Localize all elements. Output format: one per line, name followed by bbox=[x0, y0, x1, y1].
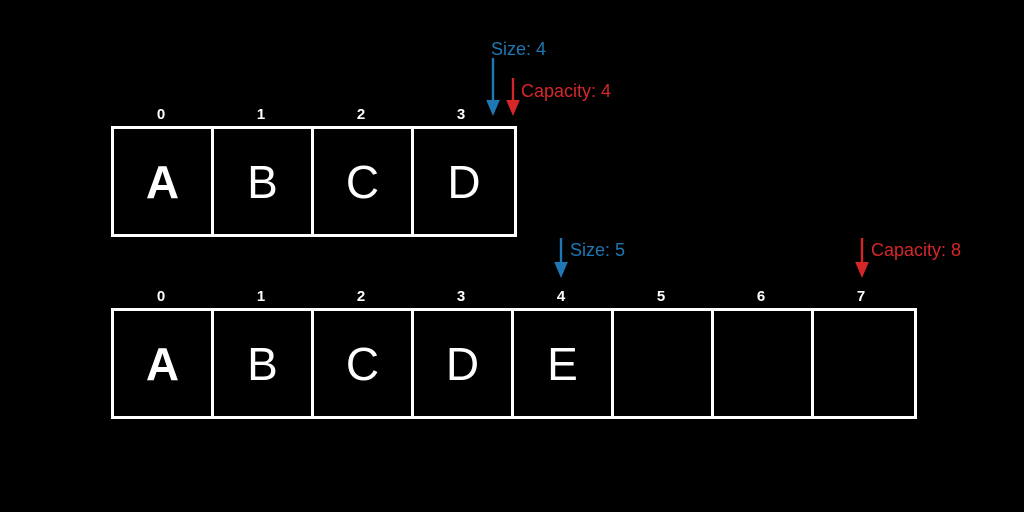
capacity-annotation-label-after: Capacity: 8 bbox=[871, 240, 962, 260]
index-label: 1 bbox=[256, 288, 266, 305]
array-cell-empty[interactable] bbox=[614, 311, 714, 416]
size-annotation-label-before: Size: 4 bbox=[491, 39, 547, 59]
index-label: 2 bbox=[356, 106, 366, 123]
array-cell-empty[interactable] bbox=[714, 311, 814, 416]
array-cells-after: A B C D E bbox=[111, 308, 917, 419]
array-cell[interactable]: E bbox=[514, 311, 614, 416]
size-annotation-label-after: Size: 5 bbox=[570, 240, 626, 260]
index-label: 5 bbox=[656, 288, 666, 305]
array-cells-before: A B C D bbox=[111, 126, 517, 237]
array-cell[interactable]: C bbox=[314, 129, 414, 234]
index-label: 3 bbox=[456, 106, 466, 123]
array-cell[interactable]: B bbox=[214, 311, 314, 416]
array-cell[interactable]: D bbox=[414, 311, 514, 416]
index-label: 7 bbox=[856, 288, 866, 305]
capacity-annotation-label-before: Capacity: 4 bbox=[521, 81, 612, 101]
index-label: 3 bbox=[456, 288, 466, 305]
array-cell-empty[interactable] bbox=[814, 311, 914, 416]
array-cell[interactable]: A bbox=[114, 129, 214, 234]
capacity-arrow-down-icon bbox=[855, 238, 869, 278]
index-label: 6 bbox=[756, 288, 766, 305]
index-label: 1 bbox=[256, 106, 266, 123]
index-label: 2 bbox=[356, 288, 366, 305]
size-arrow-down-icon bbox=[486, 58, 500, 116]
index-label: 0 bbox=[156, 106, 166, 123]
index-label: 4 bbox=[556, 288, 566, 305]
index-label: 0 bbox=[156, 288, 166, 305]
array-cell[interactable]: A bbox=[114, 311, 214, 416]
array-cell[interactable]: D bbox=[414, 129, 514, 234]
size-arrow-down-icon bbox=[554, 238, 568, 278]
array-cell[interactable]: C bbox=[314, 311, 414, 416]
array-cell[interactable]: B bbox=[214, 129, 314, 234]
capacity-arrow-down-icon bbox=[506, 78, 520, 116]
